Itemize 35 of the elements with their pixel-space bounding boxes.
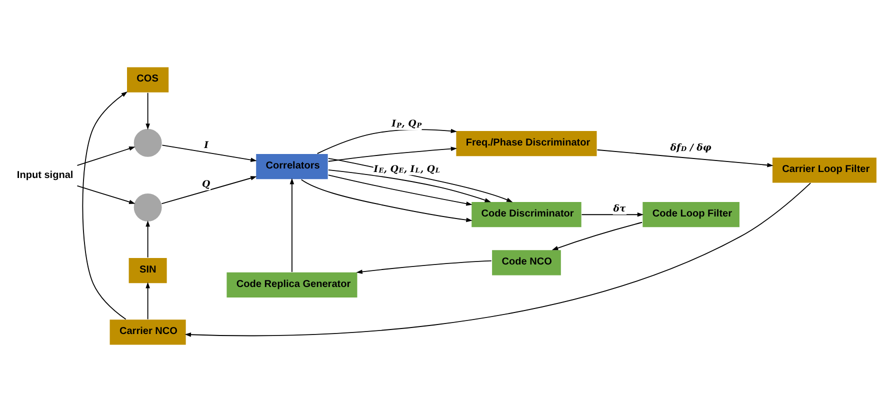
node-box: COS (126, 66, 170, 93)
node-circle (133, 192, 162, 222)
node-box: Freq./Phase Discriminator (455, 130, 598, 156)
arrow (328, 174, 472, 206)
edge-label: I (204, 140, 208, 151)
node-box: Correlators (255, 152, 329, 180)
arrow (356, 260, 492, 274)
arrow (596, 148, 774, 167)
arrow (328, 168, 491, 202)
arrow (552, 221, 642, 250)
arrow (184, 182, 811, 336)
node-box: SIN (128, 256, 168, 284)
arrow (146, 220, 150, 258)
arrow (162, 144, 257, 162)
node-circle (133, 128, 162, 158)
arrow (581, 212, 644, 216)
arrow (328, 146, 458, 162)
arrow (82, 91, 128, 320)
node-box: Code NCO (491, 248, 562, 276)
arrow (146, 92, 150, 130)
arrow (161, 176, 257, 204)
arrow (76, 184, 136, 204)
arrow (146, 282, 150, 320)
edge-label: Q (202, 178, 210, 190)
edge-label: δτ (613, 202, 626, 214)
node-box: Code Replica Generator (226, 271, 358, 298)
node-box: Code Discriminator (470, 200, 582, 228)
node-text: Input signal (16, 169, 74, 180)
arrow (300, 178, 472, 222)
node-box: Code Loop Filter (642, 200, 740, 228)
arrow (290, 178, 294, 272)
node-box: Carrier Loop Filter (772, 156, 878, 183)
node-box: Carrier NCO (109, 318, 187, 345)
arrow (316, 128, 458, 154)
arrow (76, 146, 136, 166)
